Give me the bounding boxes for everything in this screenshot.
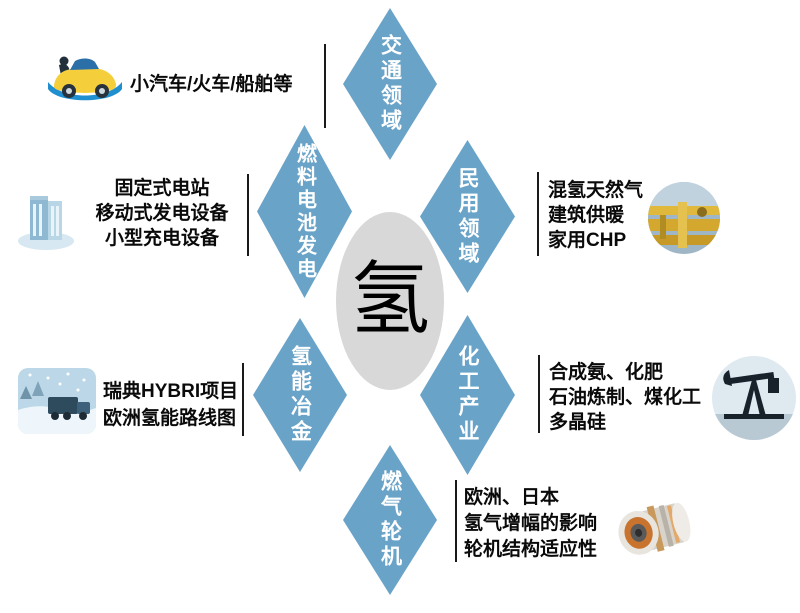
annotation-civil-line: 建筑供暖: [548, 205, 625, 226]
power-station-icon: [14, 186, 78, 252]
annotation-civil-line: 家用CHP: [548, 230, 627, 251]
divider-transport: [324, 44, 326, 128]
annotation-chemical: 合成氨、化肥 石油炼制、煤化工 多晶硅: [549, 360, 701, 435]
annotation-metallurgy: 瑞典HYBRI项目 欧洲氢能路线图: [103, 378, 238, 432]
annotation-civil-line: 混氢天然气: [548, 180, 644, 201]
divider-chemical: [538, 355, 540, 433]
diamond-metallurgy: 氢能冶金: [253, 318, 347, 472]
diamond-turbine-label: 燃气轮机: [378, 470, 402, 570]
gas-turbine-image: [612, 488, 704, 568]
diamond-metallurgy-label: 氢能冶金: [288, 345, 312, 445]
annotation-transport: 小汽车/火车/船舶等: [130, 72, 293, 97]
annotation-chemical-line: 多晶硅: [549, 412, 607, 433]
divider-civil: [537, 172, 539, 256]
center-ellipse: 氢: [336, 212, 444, 390]
annotation-fuel-cell-line: 移动式发电设备: [95, 203, 229, 224]
annotation-turbine: 欧洲、日本 氢气增幅的影响 轮机结构适应性: [464, 485, 597, 563]
car-icon: [42, 48, 128, 106]
annotation-civil: 混氢天然气 建筑供暖 家用CHP: [548, 178, 643, 253]
annotation-transport-line: 小汽车/火车/船舶等: [130, 74, 293, 95]
gas-pipeline-image: [648, 182, 720, 254]
annotation-turbine-line: 轮机结构适应性: [464, 539, 598, 560]
oil-pumpjack-image: [712, 356, 796, 440]
annotation-turbine-line: 氢气增幅的影响: [464, 513, 598, 534]
diamond-fuel-cell-label: 燃料电池发电: [293, 142, 316, 281]
diamond-transport: 交通领域: [343, 8, 437, 160]
annotation-fuel-cell: 固定式电站 移动式发电设备 小型充电设备: [82, 176, 242, 251]
annotation-turbine-line: 欧洲、日本: [464, 487, 560, 508]
annotation-chemical-line: 石油炼制、煤化工: [549, 387, 702, 408]
annotation-metallurgy-line: 欧洲氢能路线图: [103, 408, 237, 429]
annotation-fuel-cell-line: 固定式电站: [114, 178, 210, 199]
annotation-fuel-cell-line: 小型充电设备: [104, 228, 219, 249]
divider-metallurgy: [242, 363, 244, 436]
hydrogen-character: 氢: [350, 257, 430, 345]
divider-turbine: [455, 480, 457, 562]
diamond-turbine: 燃气轮机: [343, 445, 437, 595]
divider-fuel-cell: [247, 174, 249, 256]
diamond-civil-label: 民用领域: [456, 166, 479, 267]
hybrit-winter-truck-image: [18, 368, 96, 434]
diamond-chemical-label: 化工产业: [456, 345, 479, 445]
diamond-transport-label: 交通领域: [378, 34, 402, 134]
annotation-metallurgy-line: 瑞典HYBRI项目: [103, 381, 239, 402]
annotation-chemical-line: 合成氨、化肥: [549, 362, 664, 383]
